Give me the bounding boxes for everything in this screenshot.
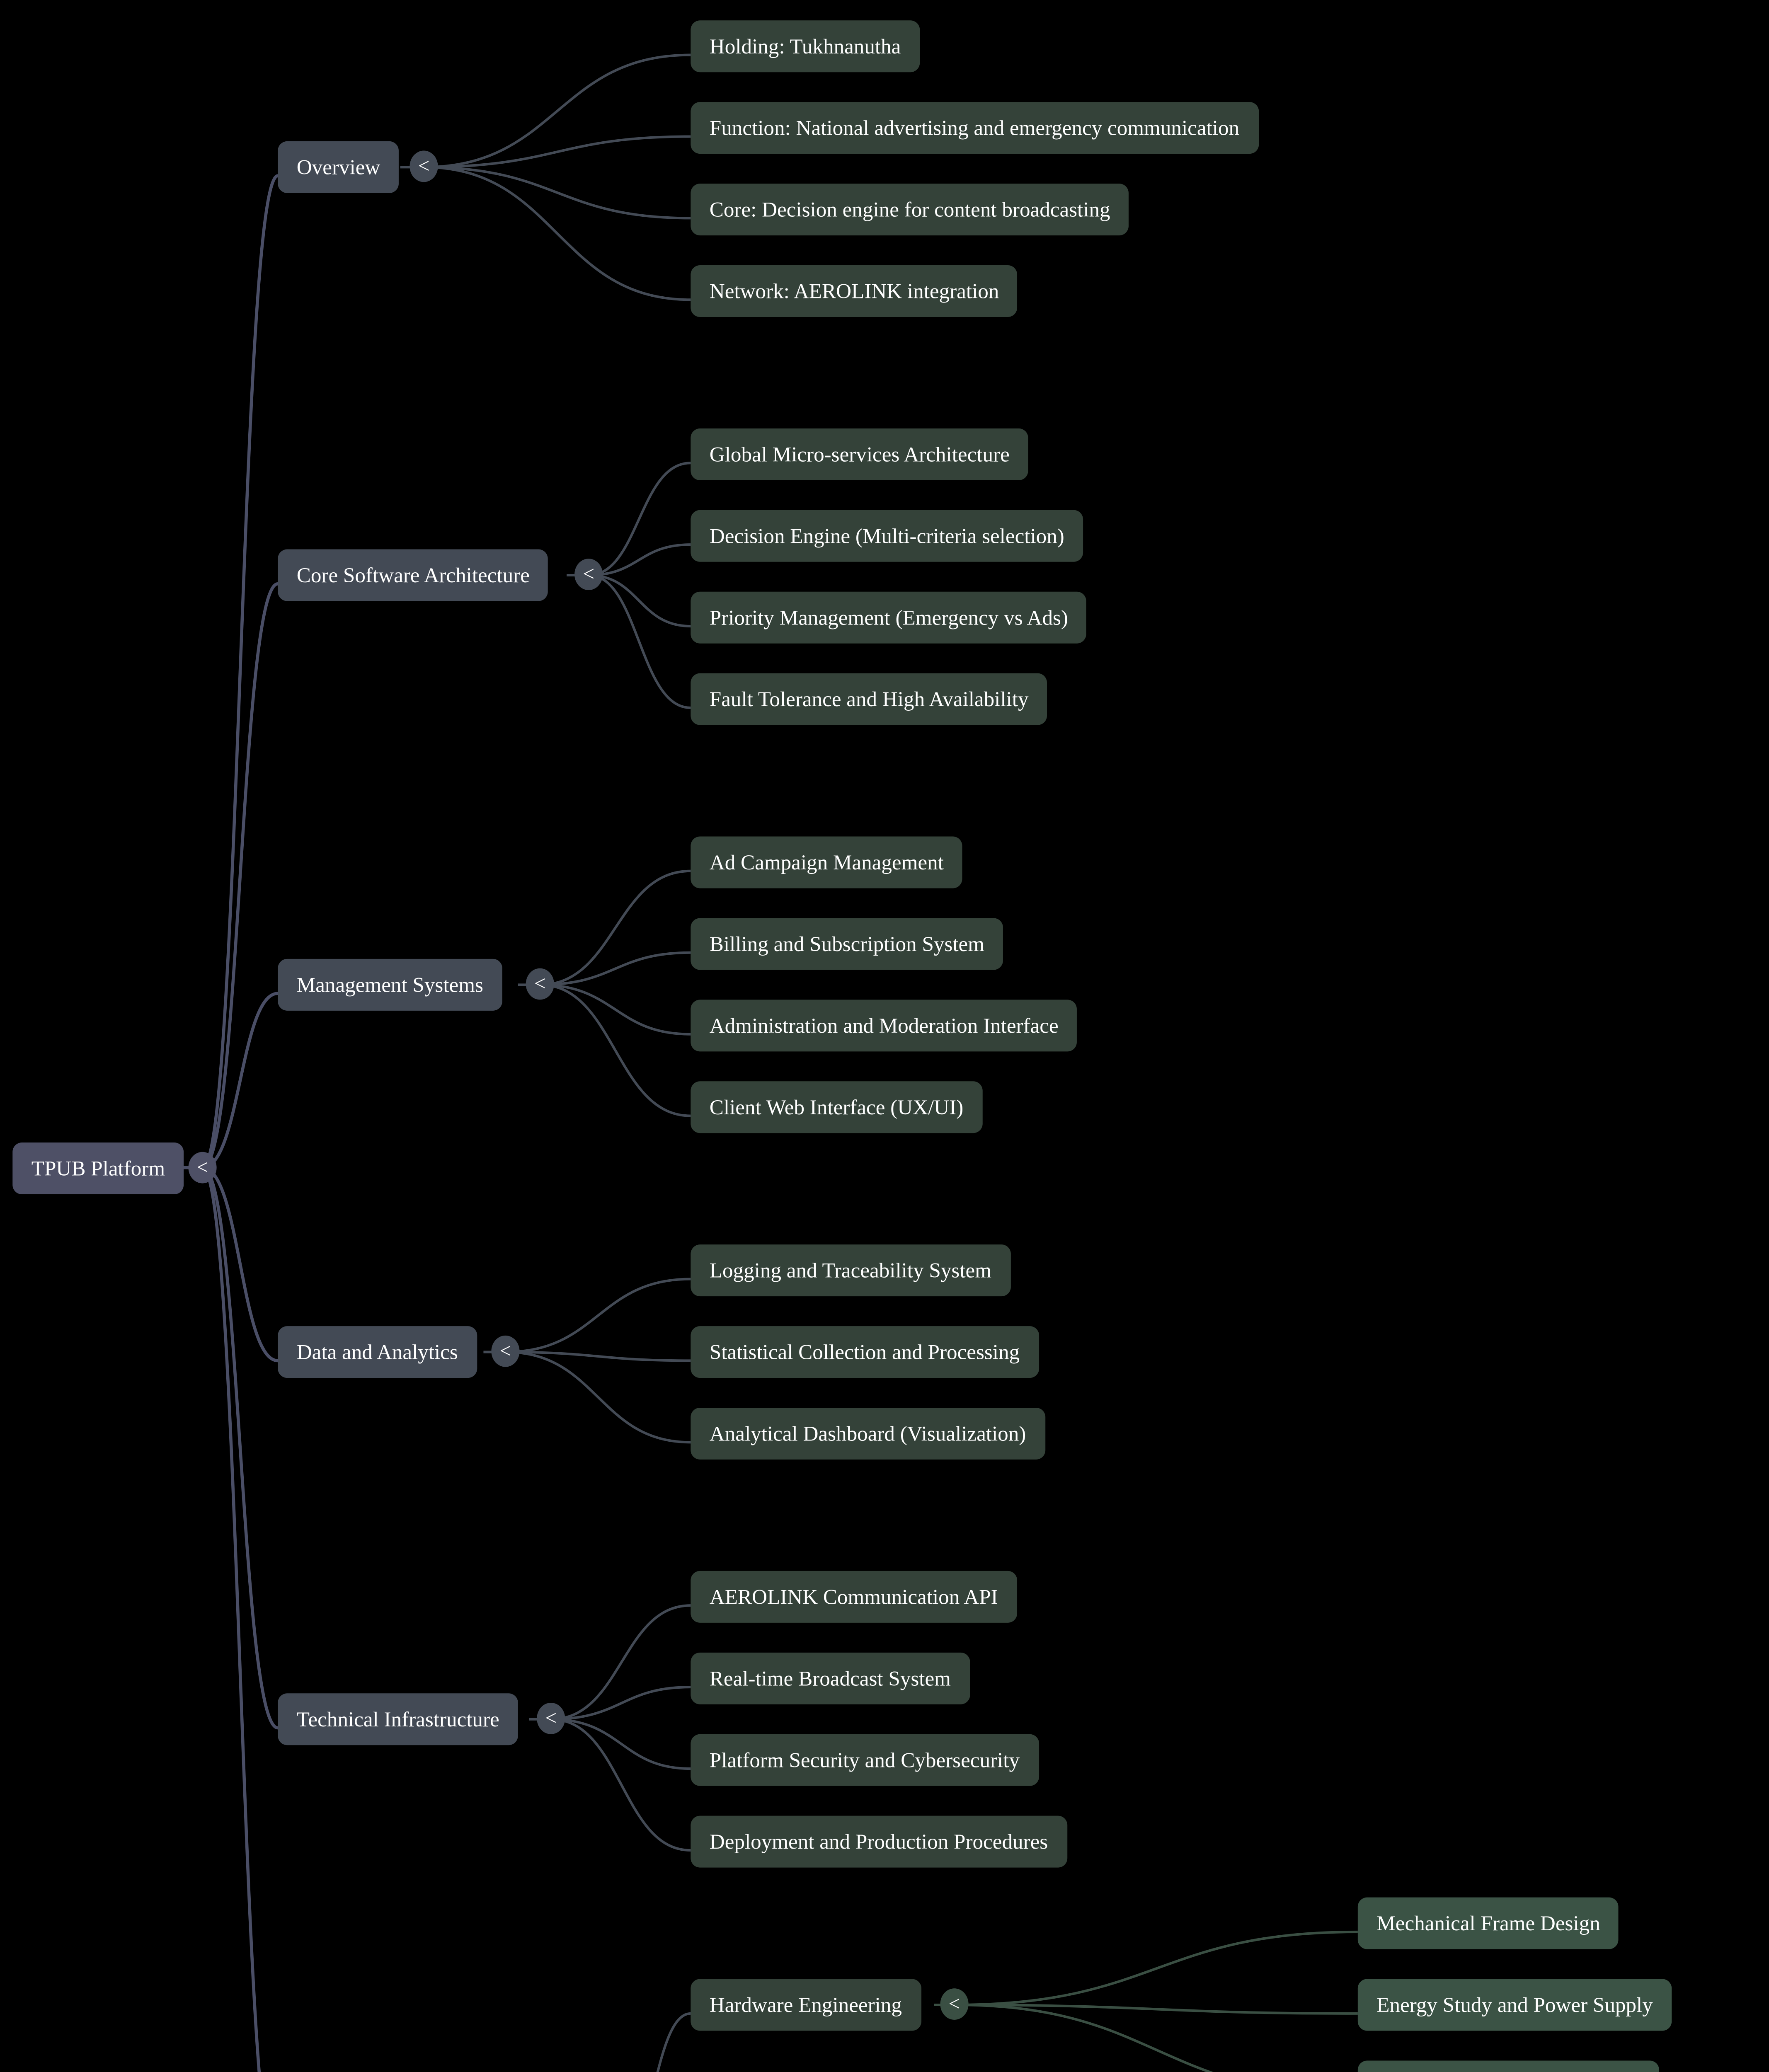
node-client-web-interface[interactable]: Client Web Interface (UX/UI) — [691, 1081, 982, 1133]
node-ad-campaign-management[interactable]: Ad Campaign Management — [691, 836, 963, 888]
node-platform-security[interactable]: Platform Security and Cybersecurity — [691, 1734, 1039, 1786]
node-analytical-dashboard[interactable]: Analytical Dashboard (Visualization) — [691, 1408, 1045, 1460]
node-logging-traceability[interactable]: Logging and Traceability System — [691, 1244, 1011, 1297]
node-deployment-production[interactable]: Deployment and Production Procedures — [691, 1815, 1067, 1868]
node-administration-moderation[interactable]: Administration and Moderation Interface — [691, 1000, 1078, 1052]
chevron-left-icon: < — [499, 1339, 511, 1363]
node-electronic-control-card[interactable]: Electronic Control Card (PCB) — [1357, 2060, 1659, 2072]
node-hardware-engineering[interactable]: Hardware Engineering — [691, 1979, 921, 2031]
chevron-left-icon: < — [196, 1155, 208, 1179]
node-tpub-platform[interactable]: TPUB Platform — [12, 1143, 184, 1194]
node-data-and-analytics[interactable]: Data and Analytics — [278, 1326, 477, 1378]
node-statistical-collection[interactable]: Statistical Collection and Processing — [691, 1326, 1039, 1378]
node-billing-subscription[interactable]: Billing and Subscription System — [691, 918, 1003, 970]
node-core-decision-engine[interactable]: Core: Decision engine for content broadc… — [691, 184, 1129, 236]
chevron-left-icon: < — [545, 1706, 557, 1730]
node-priority-management[interactable]: Priority Management (Emergency vs Ads) — [691, 591, 1087, 644]
node-holding-tukhnanutha[interactable]: Holding: Tukhnanutha — [691, 20, 920, 73]
node-aerolink-communication-api[interactable]: AEROLINK Communication API — [691, 1571, 1017, 1623]
node-core-software-architecture[interactable]: Core Software Architecture — [278, 549, 549, 601]
node-technical-infrastructure[interactable]: Technical Infrastructure — [278, 1693, 519, 1745]
chevron-left-icon: < — [418, 154, 430, 177]
node-decision-engine-multicriteria[interactable]: Decision Engine (Multi-criteria selectio… — [691, 510, 1083, 562]
collapse-toggle-data-and-analytics[interactable]: < — [491, 1335, 520, 1367]
node-fault-tolerance[interactable]: Fault Tolerance and High Availability — [691, 673, 1048, 725]
node-function-national-advertising[interactable]: Function: National advertising and emerg… — [691, 102, 1258, 154]
node-management-systems[interactable]: Management Systems — [278, 959, 502, 1011]
collapse-toggle-overview[interactable]: < — [410, 150, 438, 182]
chevron-left-icon: < — [583, 562, 595, 586]
node-network-aerolink-integration[interactable]: Network: AEROLINK integration — [691, 265, 1018, 317]
node-energy-study-power-supply[interactable]: Energy Study and Power Supply — [1357, 1979, 1672, 2031]
node-global-microservices-architecture[interactable]: Global Micro-services Architecture — [691, 428, 1029, 480]
chevron-left-icon: < — [534, 971, 546, 995]
chevron-left-icon: < — [948, 1991, 960, 2015]
collapse-toggle-hardware-engineering[interactable]: < — [940, 1988, 969, 2020]
node-mechanical-frame-design[interactable]: Mechanical Frame Design — [1357, 1897, 1619, 1949]
collapse-toggle-root[interactable]: < — [188, 1152, 217, 1184]
node-realtime-broadcast[interactable]: Real-time Broadcast System — [691, 1652, 970, 1704]
collapse-toggle-management-systems[interactable]: < — [526, 968, 554, 1000]
collapse-toggle-technical-infrastructure[interactable]: < — [537, 1703, 565, 1734]
node-overview[interactable]: Overview — [278, 141, 399, 193]
collapse-toggle-core-software-architecture[interactable]: < — [574, 559, 603, 590]
